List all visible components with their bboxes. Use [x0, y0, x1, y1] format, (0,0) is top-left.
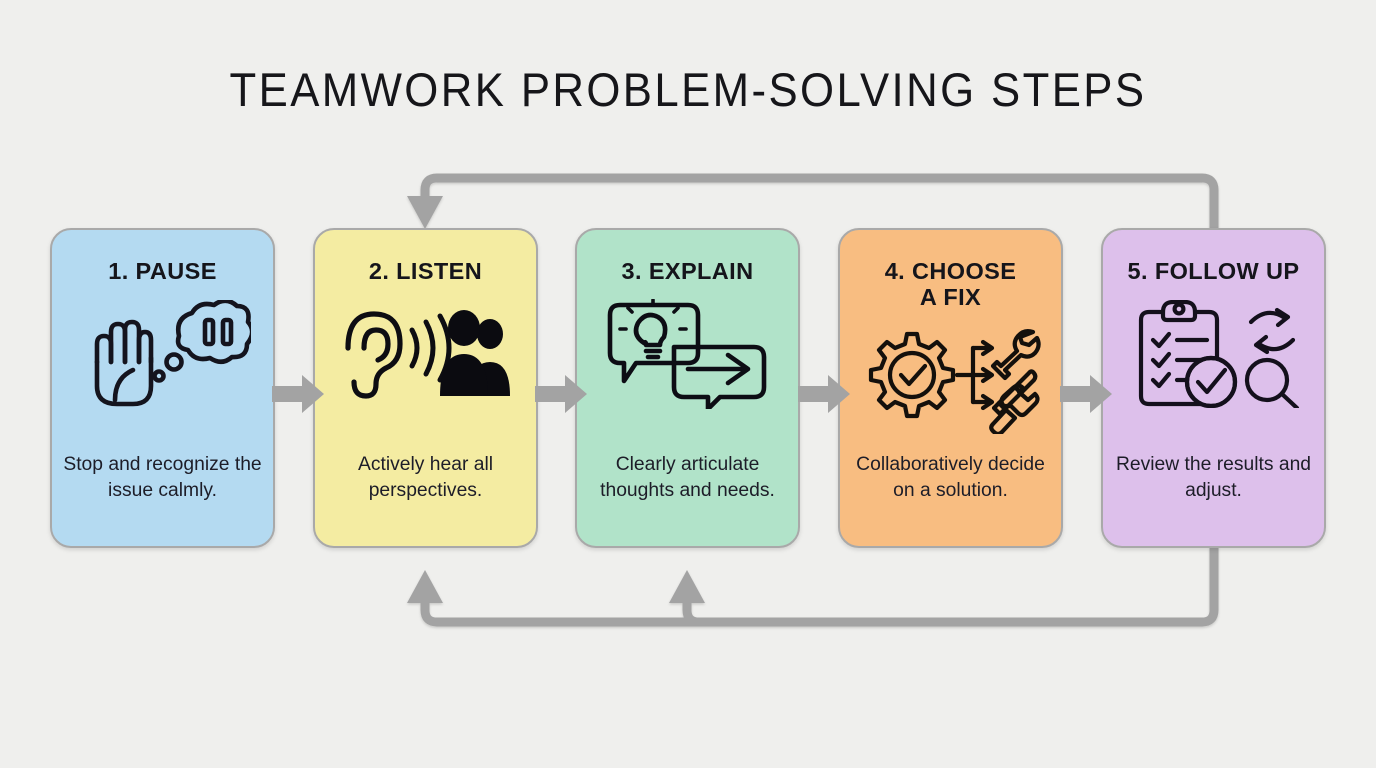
arrow-3-to-4 [798, 375, 850, 413]
step-icon-group [63, 298, 263, 410]
step-card-follow-up[interactable]: 5. FOLLOW UP [1101, 228, 1326, 548]
branch-arrows-icon [954, 339, 994, 410]
speech-bubble-arrow-icon [671, 345, 766, 410]
card-content: 4. CHOOSE A FIX [840, 230, 1061, 546]
arrow-2-to-3 [535, 375, 587, 413]
two-people-icon [439, 310, 510, 397]
wrench-icon [990, 328, 1041, 380]
step-card-explain[interactable]: 3. EXPLAIN [575, 228, 800, 548]
step-title: 5. FOLLOW UP [1127, 258, 1300, 284]
step-title: 4. CHOOSE A FIX [884, 258, 1017, 311]
step-title: 3. EXPLAIN [621, 258, 754, 284]
clipboard-checklist-icon [1138, 300, 1219, 407]
hammer-icon [988, 383, 1040, 434]
step-description: Actively hear all perspectives. [357, 454, 494, 501]
step-card-listen[interactable]: 2. LISTEN [313, 228, 538, 548]
refresh-cycle-icon [1248, 308, 1295, 355]
check-circle-icon [1184, 356, 1237, 409]
loop-bottom [407, 546, 1219, 627]
ear-soundwaves-icon [344, 311, 451, 399]
arrow-1-to-2 [272, 375, 324, 413]
gear-check-icon [868, 331, 955, 418]
magnifier-icon [1244, 358, 1299, 409]
step-title: 2. LISTEN [368, 258, 483, 284]
page-title: TEAMWORK PROBLEM-SOLVING STEPS [229, 63, 1147, 116]
stop-hand-icon [94, 320, 153, 407]
step-description: Clearly articulate thoughts and needs. [600, 454, 775, 501]
arrow-4-to-5 [1060, 375, 1112, 413]
step-description: Collaboratively decide on a solution. [856, 454, 1045, 501]
card-content: 1. PAUSE [52, 230, 273, 546]
card-content: 2. LISTEN [315, 230, 536, 546]
step-icon-group [326, 298, 526, 410]
thought-bubble-pause-icon [151, 300, 251, 384]
step-card-choose-a-fix[interactable]: 4. CHOOSE A FIX [838, 228, 1063, 548]
card-content: 3. EXPLAIN [577, 230, 798, 546]
step-card-pause[interactable]: 1. PAUSE [50, 228, 275, 548]
step-icon-group [588, 298, 788, 410]
card-content: 5. FOLLOW UP [1103, 230, 1324, 546]
loop-top [407, 173, 1219, 231]
step-icon-group [851, 325, 1051, 437]
step-description: Stop and recognize the issue calmly. [63, 454, 262, 501]
step-title: 1. PAUSE [108, 258, 217, 284]
speech-bubble-lightbulb-icon [607, 299, 700, 384]
step-icon-group [1114, 298, 1314, 410]
step-description: Review the results and adjust. [1115, 454, 1312, 501]
